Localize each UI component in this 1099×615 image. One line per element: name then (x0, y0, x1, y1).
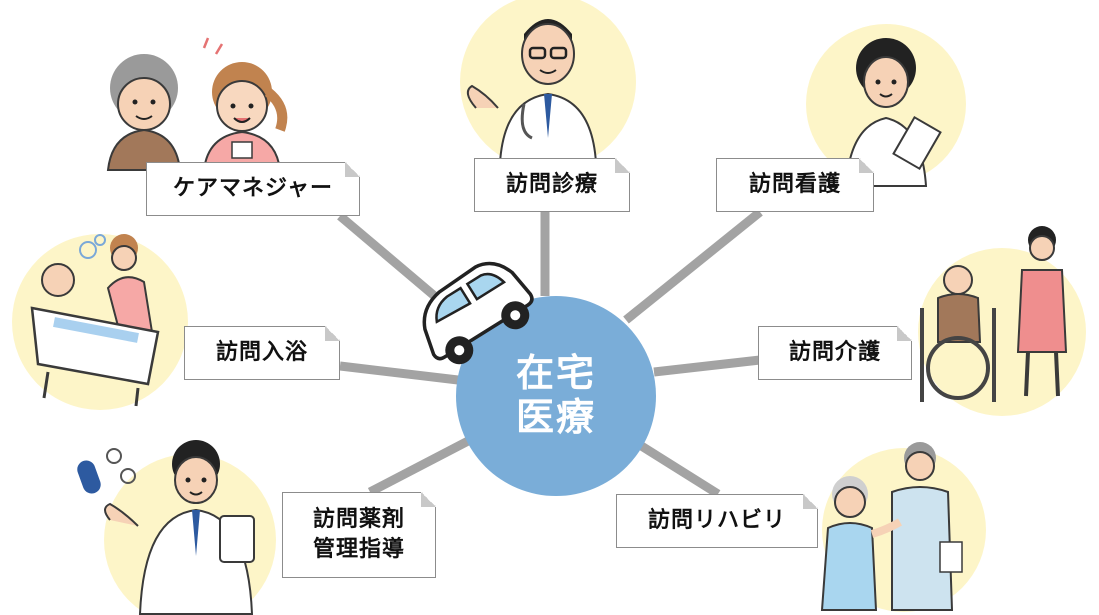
pharmacist-illustration (77, 436, 280, 615)
rehabilitation-illustration (812, 438, 988, 612)
hub-line1: 在宅 (515, 351, 596, 396)
spoke-pharmacy (367, 436, 473, 496)
label-pharmacy-line2: 管理指導 (312, 537, 405, 562)
label-home-care: 訪問介護 (758, 326, 912, 380)
spoke-rehabilitation (629, 436, 721, 498)
spoke-home-nursing (623, 208, 763, 324)
spoke-home-care (653, 355, 761, 377)
caregiver-wheelchair-illustration (902, 218, 1092, 416)
spoke-home-bathing (339, 361, 459, 385)
label-home-medical: 訪問診療 (474, 158, 630, 212)
car-icon (400, 232, 540, 386)
care-manager-illustration (92, 30, 302, 171)
hub-line2: 医療 (515, 395, 596, 439)
bathing-illustration (8, 222, 188, 412)
label-rehabilitation: 訪問リハビリ (616, 494, 818, 548)
label-care-manager: ケアマネジャー (146, 162, 360, 216)
doctor-illustration (458, 0, 638, 170)
label-home-bathing: 訪問入浴 (184, 326, 340, 380)
label-pharmacy-line1: 訪問薬剤 (312, 507, 405, 533)
label-pharmacy: 訪問薬剤 管理指導 (282, 492, 436, 578)
label-home-nursing: 訪問看護 (716, 158, 874, 212)
